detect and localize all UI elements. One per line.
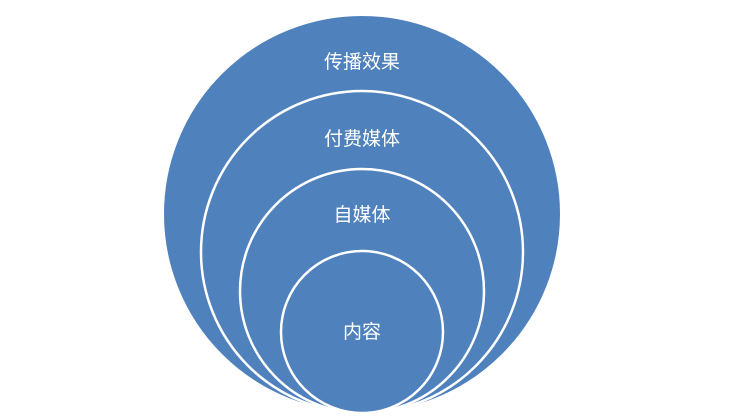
ring-third-label: 自媒体	[333, 204, 390, 226]
ring-inner-circle	[279, 249, 445, 415]
ring-outer-label: 传播效果	[324, 51, 400, 73]
ring-second-label: 付费媒体	[324, 128, 400, 150]
ring-inner-label: 内容	[343, 321, 381, 343]
